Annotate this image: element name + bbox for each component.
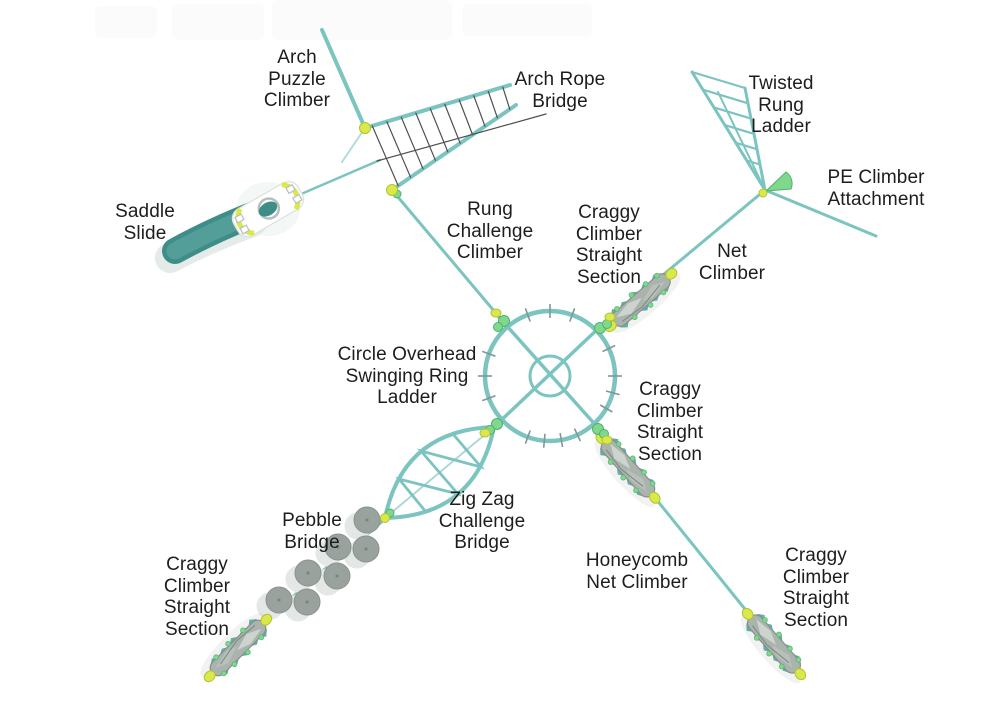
pe-climber-pole xyxy=(763,188,878,238)
label-craggy-climber-ne: Craggy Climber Straight Section xyxy=(575,202,643,288)
ring-ladder xyxy=(478,304,622,448)
label-circle-overhead-ring-ladder: Circle Overhead Swinging Ring Ladder xyxy=(337,344,477,408)
bridge-lower-rail xyxy=(390,103,518,192)
inner-ring xyxy=(528,354,572,398)
pebble-bridge-pebbles xyxy=(256,506,381,622)
label-honeycomb-net-climber: Honeycomb Net Climber xyxy=(585,550,689,593)
label-arch-rope-bridge: Arch Rope Bridge xyxy=(514,69,606,112)
saddle-platform xyxy=(231,180,305,238)
zigzag-rungs xyxy=(395,432,485,514)
twisted-rung-ladder-fan xyxy=(690,70,767,192)
faint-artifacts xyxy=(95,0,592,40)
label-net-climber: Net Climber xyxy=(698,241,766,284)
label-zig-zag-challenge-bridge: Zig Zag Challenge Bridge xyxy=(438,489,526,553)
label-pebble-bridge: Pebble Bridge xyxy=(282,510,342,553)
label-arch-puzzle-climber: Arch Puzzle Climber xyxy=(263,47,331,111)
bridge-upper-rail xyxy=(363,83,512,130)
arch-puzzle-pole xyxy=(320,28,367,130)
rope-net xyxy=(371,86,547,187)
label-craggy-climber-bottom-right: Craggy Climber Straight Section xyxy=(782,545,850,631)
label-pe-climber-attachment: PE Climber Attachment xyxy=(827,167,925,210)
label-saddle-slide: Saddle Slide xyxy=(115,201,175,244)
rung-challenge-climber-beam xyxy=(390,188,502,320)
arch-rope-bridge xyxy=(320,28,547,192)
label-craggy-climber-bottom-left: Craggy Climber Straight Section xyxy=(163,554,231,640)
label-twisted-rung-ladder: Twisted Rung Ladder xyxy=(748,73,814,137)
ring-rungs xyxy=(478,304,622,448)
zigzag-bridge xyxy=(383,425,496,520)
label-craggy-climber-right: Craggy Climber Straight Section xyxy=(636,379,704,465)
label-rung-challenge-climber: Rung Challenge Climber xyxy=(446,199,534,263)
clamps xyxy=(359,122,793,523)
saddle-slide-assembly xyxy=(155,180,305,273)
